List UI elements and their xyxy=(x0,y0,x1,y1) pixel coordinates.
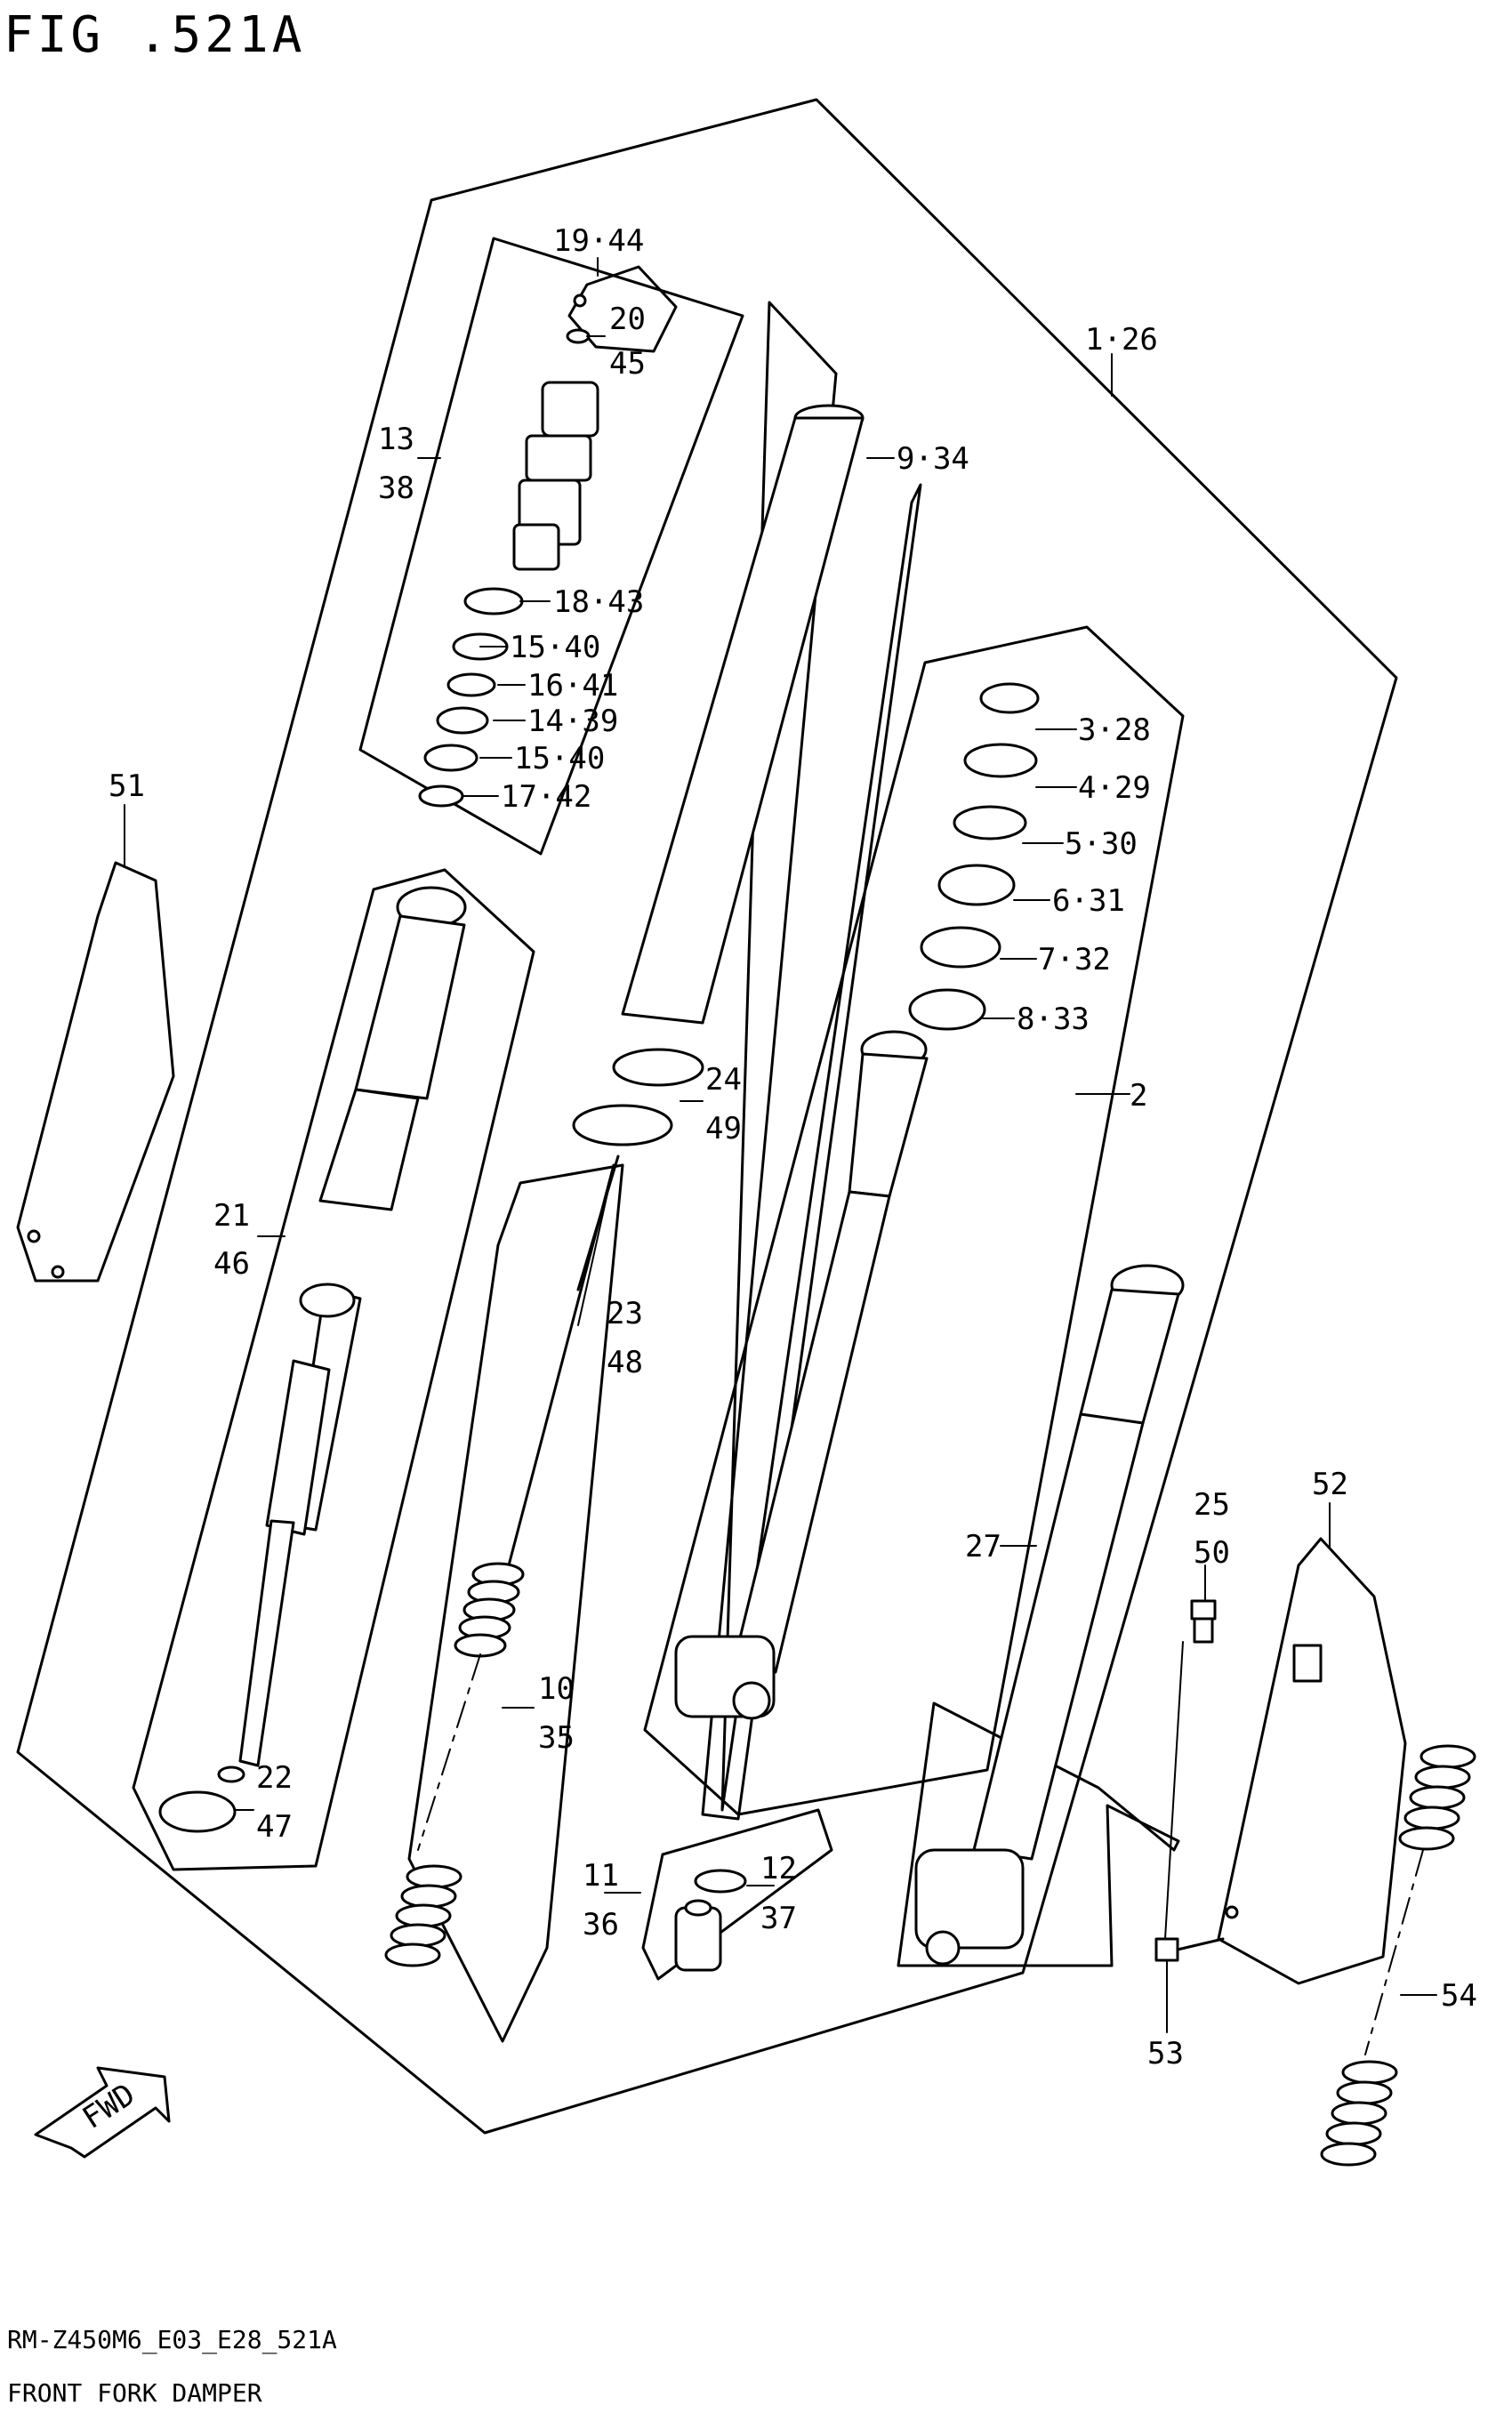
callout-35: 35 xyxy=(538,1720,575,1756)
callout-3-28: 3·28 xyxy=(1078,712,1151,748)
callout-51: 51 xyxy=(109,768,145,804)
callout-1-26: 1·26 xyxy=(1085,322,1158,358)
inner-tube-group-outline xyxy=(643,625,1185,1816)
callout-7-32: 7·32 xyxy=(1038,942,1111,977)
callout-6-31: 6·31 xyxy=(1052,883,1125,919)
callout-5-30: 5·30 xyxy=(1065,826,1138,862)
spring-rod-and-springs xyxy=(384,1163,615,1967)
callout-4-29: 4·29 xyxy=(1078,770,1151,806)
callout-15-40b: 15·40 xyxy=(514,741,605,776)
fwd-arrow: FWD xyxy=(34,2066,171,2159)
callout-23: 23 xyxy=(607,1296,643,1331)
callout-45: 45 xyxy=(609,346,646,382)
outer-assembly-outline xyxy=(16,98,1398,2135)
callout-2: 2 xyxy=(1130,1078,1147,1114)
callout-12: 12 xyxy=(760,1851,797,1886)
callout-15-40a: 15·40 xyxy=(510,630,600,665)
callout-50: 50 xyxy=(1194,1535,1230,1571)
callout-37: 37 xyxy=(760,1901,797,1936)
callout-25: 25 xyxy=(1194,1487,1230,1523)
callout-36: 36 xyxy=(583,1907,619,1942)
valve-assembly xyxy=(674,1869,747,1972)
callout-48: 48 xyxy=(607,1345,643,1380)
callout-13: 13 xyxy=(378,422,414,457)
callout-14-39: 14·39 xyxy=(527,704,618,739)
callout-54: 54 xyxy=(1441,1978,1477,2014)
inner-tube-lower xyxy=(914,1264,1185,1966)
callout-46: 46 xyxy=(213,1246,250,1282)
bushings-and-seals xyxy=(908,682,1040,1031)
callout-52: 52 xyxy=(1312,1467,1348,1502)
damper-rod-group-outline xyxy=(132,868,535,1871)
outer-tube xyxy=(572,404,865,1291)
inner-tube xyxy=(674,1030,929,1720)
callout-9-34: 9·34 xyxy=(897,441,969,477)
callout-10: 10 xyxy=(538,1671,575,1707)
callout-8-33: 8·33 xyxy=(1017,1001,1090,1037)
callout-38: 38 xyxy=(378,471,414,506)
callout-20: 20 xyxy=(609,302,646,337)
callout-22: 22 xyxy=(256,1760,293,1796)
axle-bracket-group-outline xyxy=(897,1701,1180,1967)
spring-54 xyxy=(1320,1744,1476,2167)
callout-24: 24 xyxy=(705,1062,742,1098)
footer-caption: FRONT FORK DAMPER xyxy=(7,2378,262,2408)
damper-cartridge-rings xyxy=(418,587,524,808)
callout-11: 11 xyxy=(583,1858,619,1894)
damper-rod-assembly xyxy=(158,886,467,1833)
callout-49: 49 xyxy=(705,1111,742,1146)
damper-cartridge-top xyxy=(512,265,678,571)
callout-53: 53 xyxy=(1147,2036,1184,2071)
callout-19-44: 19·44 xyxy=(553,223,644,259)
callout-17-42: 17·42 xyxy=(501,779,591,815)
figure-title: FIG .521A xyxy=(4,6,305,64)
callout-18-43: 18·43 xyxy=(553,584,644,620)
fork-guard-right xyxy=(1217,1537,1407,1985)
callout-21: 21 xyxy=(213,1198,250,1234)
leader-lines xyxy=(124,257,1437,2033)
spring-rod-group-outline xyxy=(407,1163,624,2043)
callout-47: 47 xyxy=(256,1809,293,1845)
callout-27: 27 xyxy=(965,1529,1001,1564)
callout-16-41: 16·41 xyxy=(527,668,618,704)
footer-code: RM-Z450M6_E03_E28_521A xyxy=(7,2325,337,2355)
valve-group-outline xyxy=(641,1808,833,1981)
bolt-25 xyxy=(1190,1599,1217,1644)
fork-guard-left xyxy=(16,861,175,1283)
bolt-53 xyxy=(1154,1937,1225,1962)
